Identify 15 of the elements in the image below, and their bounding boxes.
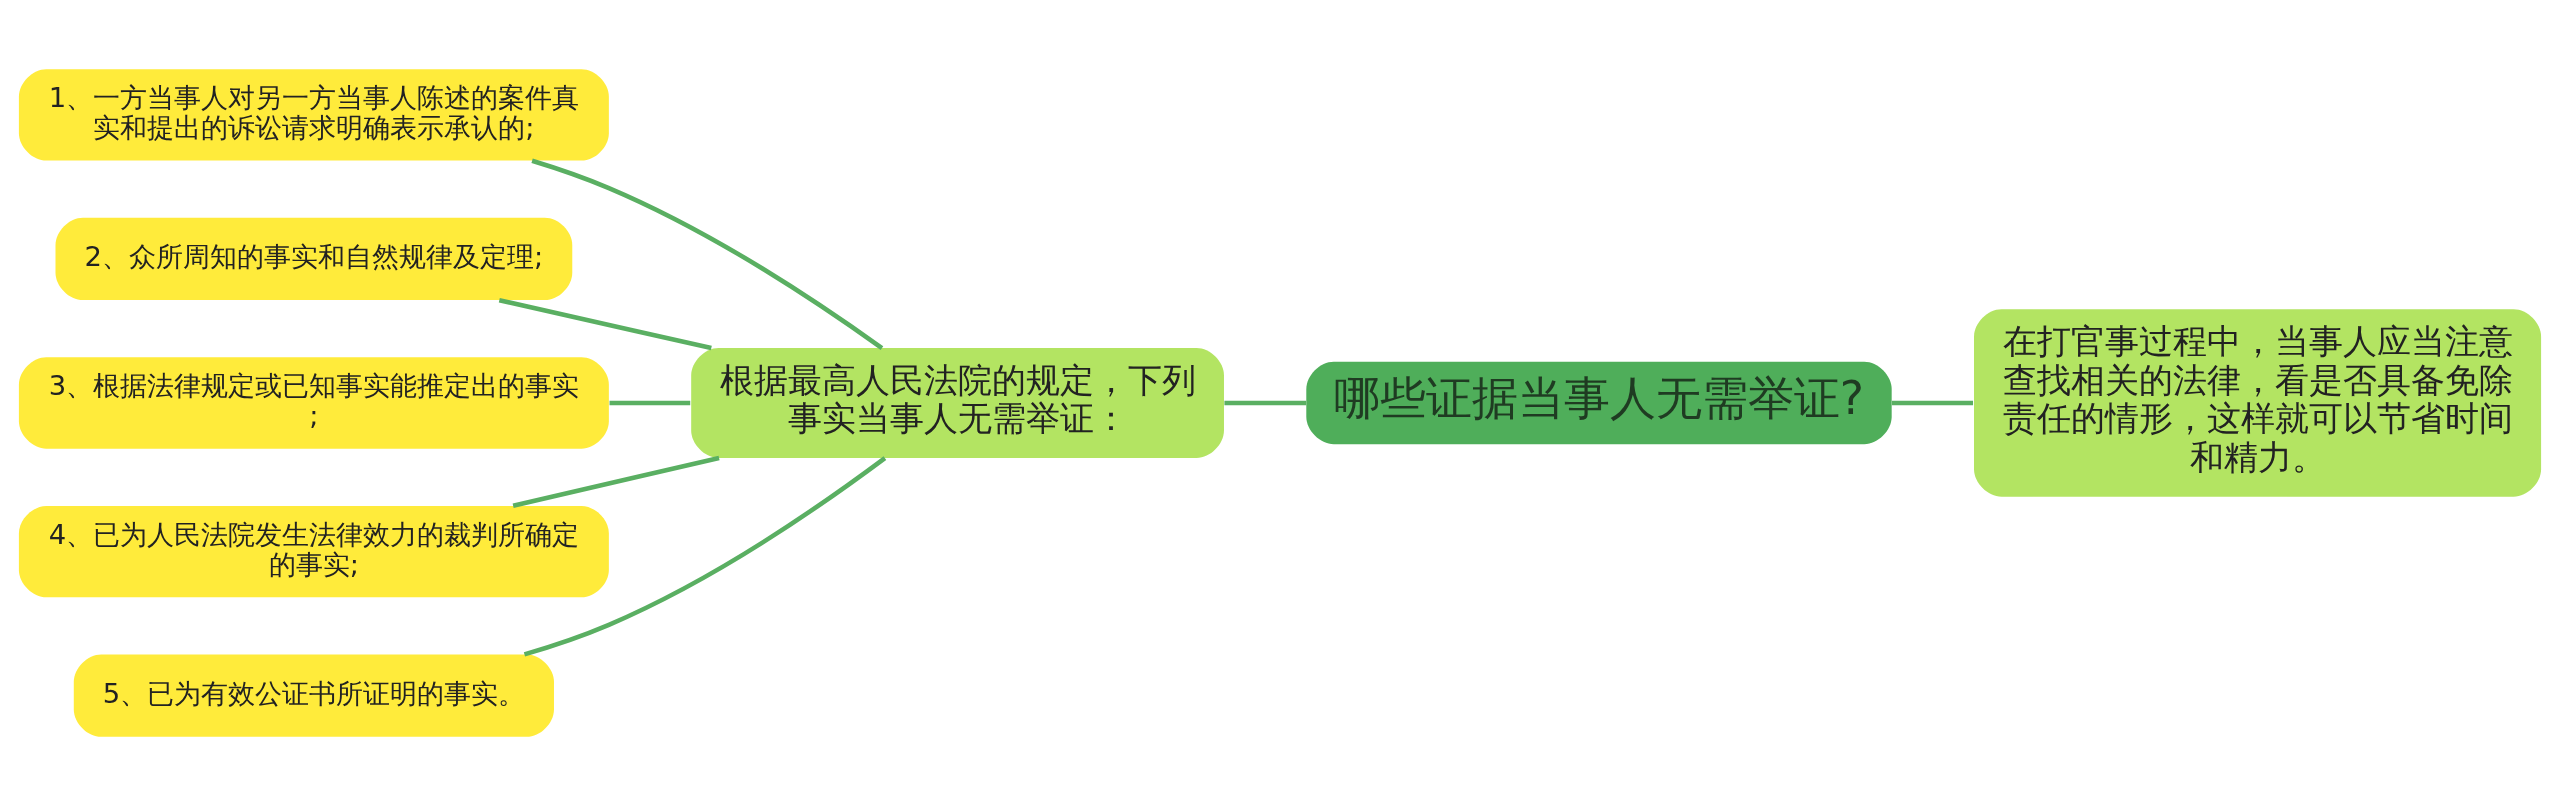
connector xyxy=(498,297,712,350)
connector xyxy=(531,158,884,350)
node-box: 5、已为有效公证书所证明的事实。 xyxy=(73,654,554,737)
connector xyxy=(1891,400,1974,405)
node-box: 1、一方当事人对另一方当事人陈述的案件真实和提出的诉讼请求明确表示承认的; xyxy=(18,68,609,161)
node-box: 根据最高人民法院的规定，下列事实当事人无需举证： xyxy=(691,347,1224,458)
connector xyxy=(512,455,720,508)
node-box: 3、根据法律规定或已知事实能推定出的事实; xyxy=(18,356,609,449)
node-box: 4、已为人民法院发生法律效力的裁判所确定的事实; xyxy=(18,505,609,597)
connector xyxy=(609,400,691,405)
node-box: 2、众所周知的事实和自然规律及定理; xyxy=(55,217,573,300)
node-box: 在打官事过程中，当事人应当注意查找相关的法律，看是否具备免除责任的情形，这样就可以节省时间和精力。 xyxy=(1974,308,2542,497)
connector xyxy=(523,455,887,657)
connector xyxy=(1224,400,1307,405)
node-box: 哪些证据当事人无需举证? xyxy=(1306,361,1892,444)
